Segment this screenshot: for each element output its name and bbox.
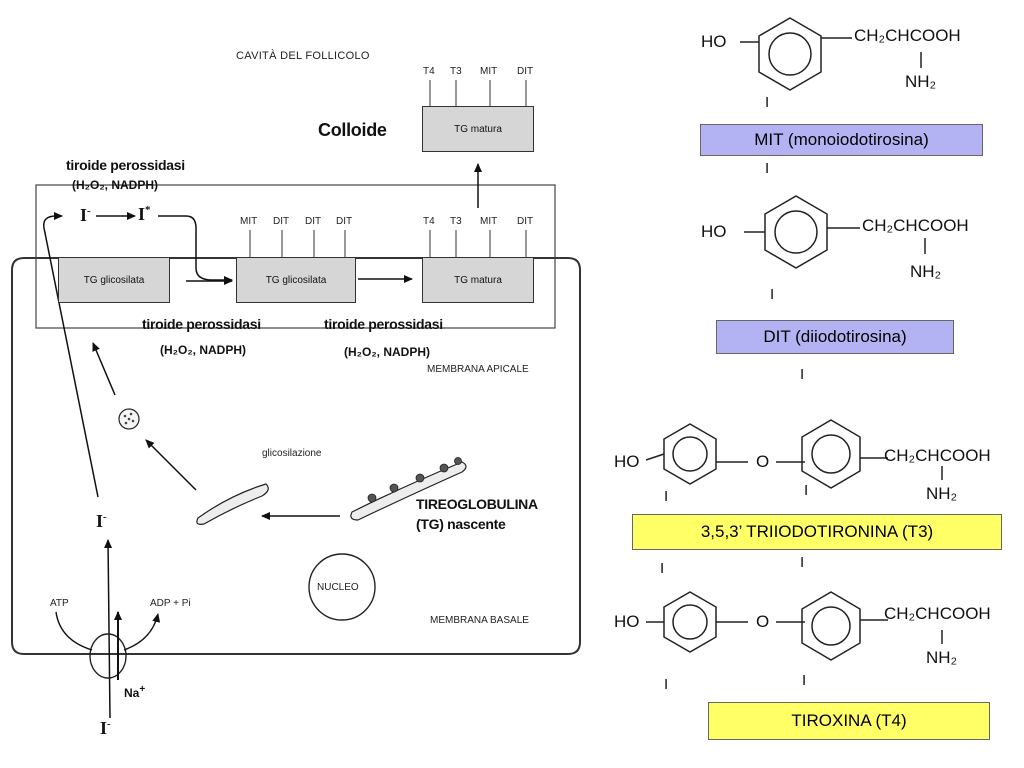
adp-label: ADP + Pi [150,598,191,609]
t3-structure [645,419,943,489]
t4-chain: CH₂CHCOOH [884,604,991,623]
dit-ho: HO [701,222,727,241]
mid-header-3: DIT [305,216,322,227]
mit-label: MIT (monoiodotirosina) [700,124,983,156]
peroxidase-bottom-left-name: tiroide perossidasi [142,316,261,332]
mid-header-2: DIT [273,216,290,227]
mid-header-4: DIT [336,216,353,227]
sodium-ion: Na+ [124,684,146,700]
right-header-t4: T4 [423,216,435,227]
nascent-tg-strand [350,461,467,521]
arrow-vesicle-up [92,342,116,396]
mit-chain: CH₂CHCOOH [854,26,961,45]
tg-mature-right: TG matura [422,257,534,303]
dit-iodine-top: I [765,160,770,177]
t3-iodine-top: I [800,366,805,383]
dit-structure [744,195,926,269]
arrow-iodine-to-tg [158,215,233,284]
right-tg-ticks [429,230,527,258]
mit-amine: NH₂ [905,72,937,91]
t4-iodine-bottom-right: I [802,672,807,689]
t4-ho: HO [614,612,640,631]
dit-chain: CH₂CHCOOH [862,216,969,235]
nucleus [308,553,376,621]
apical-membrane-label: MEMBRANA APICALE [427,364,529,375]
arrow-iodide-up [43,212,99,498]
header-dit: DIT [517,66,534,77]
t4-label: TIROXINA (T4) [708,702,990,740]
t3-oxygen: O [756,452,770,471]
peroxidase-top-cofactors: (H₂O₂, NADPH) [72,178,158,192]
iodide-outside: I- [100,718,111,738]
peroxidase-bottom-right-cofactors: (H₂O₂, NADPH) [344,345,430,359]
atp-label: ATP [50,598,69,609]
right-header-mit: MIT [480,216,498,227]
activated-iodine: I* [138,204,151,224]
t4-iodine-bottom-left: I [664,676,669,693]
mit-iodine: I [765,94,770,111]
cavity-label: CAVITÀ DEL FOLLICOLO [236,50,370,62]
t3-iodine-bottom: I [804,482,809,499]
colloid-tg-ticks [429,80,527,106]
arrow-iodide-entry [104,539,113,719]
t4-amine: NH₂ [926,648,958,667]
header-t4: T4 [423,66,435,77]
t3-ho: HO [614,452,640,471]
t3-iodine-left: I [664,488,669,505]
t4-iodine-top-right: I [800,554,805,571]
right-header-t3: T3 [450,216,462,227]
peroxidase-top-name: tiroide perossidasi [66,157,185,173]
thyroglobulin-label: TIREOGLOBULINA [416,496,538,512]
tg-mature-colloid: TG matura [422,106,534,152]
t4-oxygen: O [756,612,770,631]
middle-tg-ticks [249,230,346,258]
glycosylation-label: glicosilazione [262,448,322,459]
right-header-dit: DIT [517,216,534,227]
symporter [89,633,127,679]
mid-header-1: MIT [240,216,258,227]
dit-iodine-bottom: I [770,286,775,303]
t4-iodine-top-left: I [660,560,665,577]
adp-curve [123,613,161,651]
dit-label: DIT (diiodotirosina) [716,320,954,354]
tg-glycosylated-middle: TG glicosilata [236,257,356,303]
t3-amine: NH₂ [926,484,958,503]
iodide-inside: I- [96,511,107,531]
nucleus-label: NUCLEO [317,582,359,593]
glycosylated-strand [196,483,269,525]
thyroglobulin-sublabel: (TG) nascente [416,516,506,532]
basal-membrane-label: MEMBRANA BASALE [430,615,529,626]
iodide-ion: I- [80,205,91,225]
arrow-golgi-to-vesicle [145,439,197,491]
header-mit: MIT [480,66,498,77]
peroxidase-bottom-right-name: tiroide perossidasi [324,316,443,332]
t3-chain: CH₂CHCOOH [884,446,991,465]
ribosomes [367,457,462,503]
mit-structure [740,17,922,91]
apical-region [35,184,556,329]
tg-glycosylated-left: TG glicosilata [58,257,170,303]
t3-label: 3,5,3’ TRIIODOTIRONINA (T3) [632,514,1002,550]
cell-membrane [11,257,581,655]
peroxidase-bottom-left-cofactors: (H₂O₂, NADPH) [160,343,246,357]
colloid-label: Colloide [318,120,387,140]
atp-curve [55,611,93,651]
dit-amine: NH₂ [910,262,942,281]
mit-ho: HO [701,32,727,51]
t4-structure [646,591,943,661]
header-t3: T3 [450,66,462,77]
